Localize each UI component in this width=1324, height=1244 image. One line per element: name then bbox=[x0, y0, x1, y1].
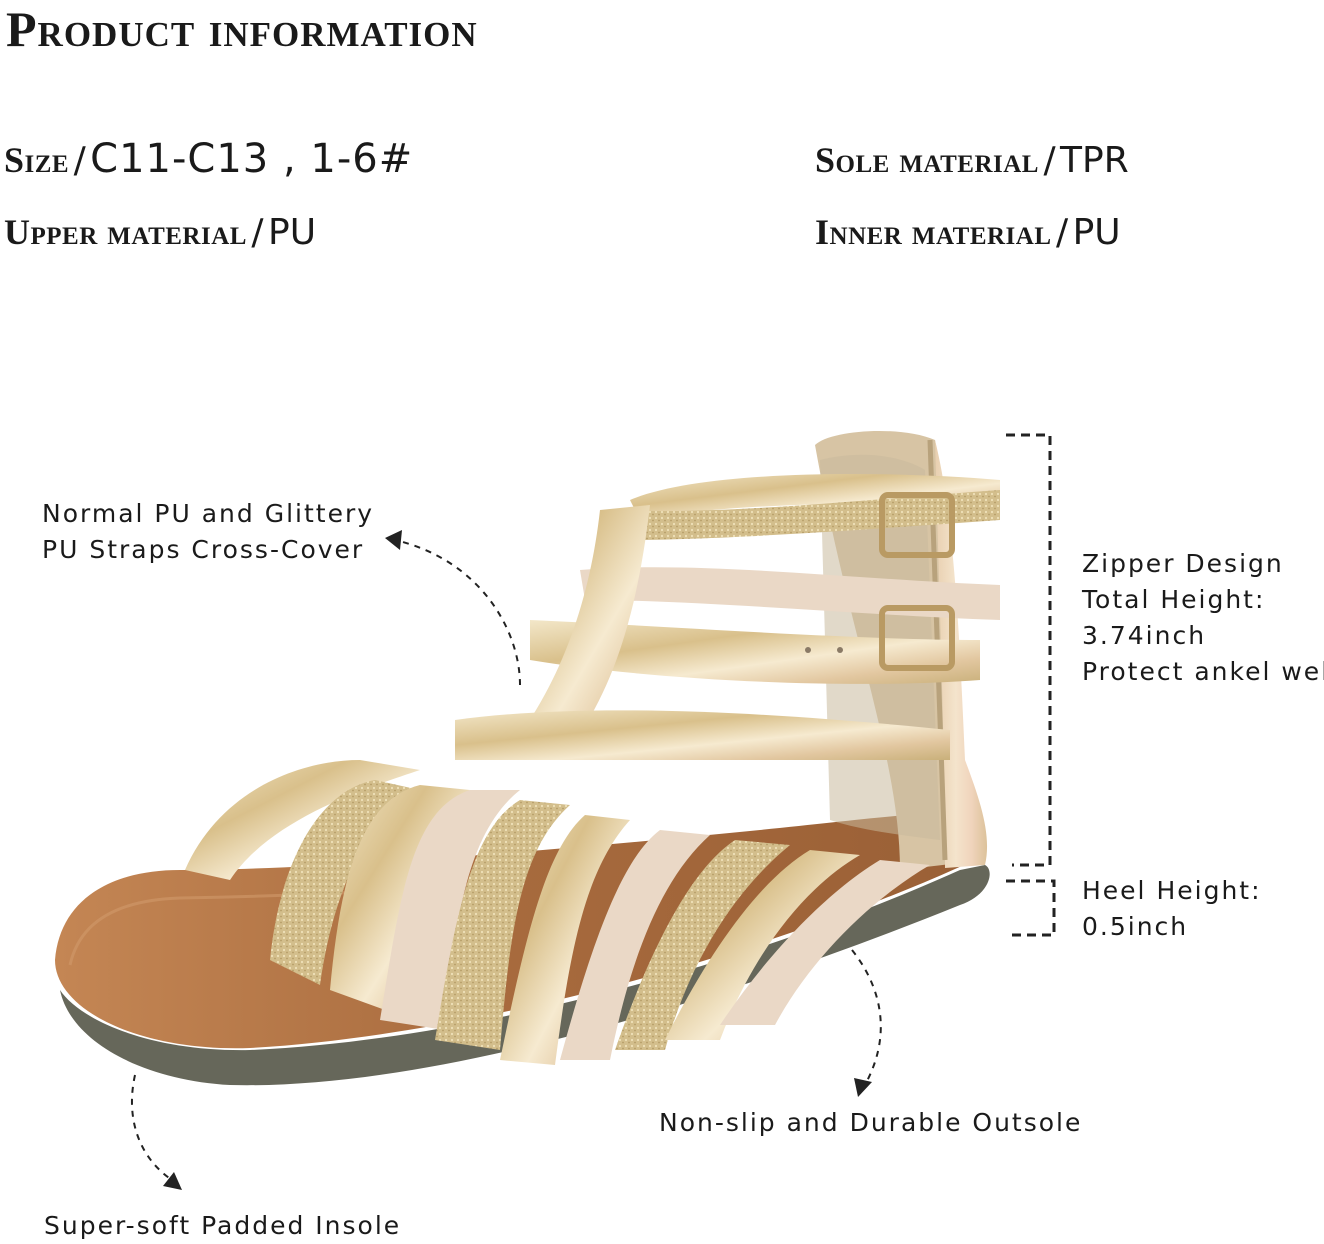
heel-height-line-1: Heel Height: bbox=[1082, 876, 1262, 905]
size-label: Size bbox=[4, 140, 70, 180]
inner-material-label: Inner material bbox=[815, 212, 1052, 252]
size-spec: Size / C11-C13 , 1-6# bbox=[4, 134, 413, 193]
sole-material-value: TPR bbox=[1060, 140, 1129, 181]
zipper-callout-line-1: Zipper Design bbox=[1082, 549, 1284, 578]
inner-material-separator: / bbox=[1055, 212, 1069, 253]
inner-material-spec: Inner material / PU bbox=[815, 207, 1121, 265]
size-separator: / bbox=[73, 140, 86, 181]
straps-callout-line-2: PU Straps Cross-Cover bbox=[42, 535, 365, 564]
sole-material-spec: Sole material / TPR bbox=[815, 135, 1129, 193]
heel-height-callout: Heel Height: 0.5inch bbox=[1082, 873, 1262, 945]
size-value: C11-C13 , 1-6# bbox=[90, 136, 414, 182]
insole-callout: Super-soft Padded Insole bbox=[44, 1208, 401, 1244]
sole-material-separator: / bbox=[1043, 140, 1056, 181]
heel-height-line-2: 0.5inch bbox=[1082, 912, 1189, 941]
outsole-callout: Non-slip and Durable Outsole bbox=[659, 1105, 1082, 1141]
sole-material-label: Sole material bbox=[815, 140, 1039, 180]
upper-material-separator: / bbox=[251, 212, 264, 253]
ankle-strap-upper bbox=[630, 474, 1000, 520]
outsole-callout-line-1: Non-slip and Durable Outsole bbox=[659, 1108, 1083, 1137]
t-strap bbox=[500, 505, 650, 760]
straps-callout-line-1: Normal PU and Glittery bbox=[42, 499, 375, 528]
zipper-callout-line-4: Protect ankel well bbox=[1082, 657, 1324, 686]
upper-material-label: Upper material bbox=[4, 212, 247, 252]
straps-callout: Normal PU and Glittery PU Straps Cross-C… bbox=[42, 496, 374, 568]
page-title: Product information bbox=[6, 1, 478, 57]
zipper-callout: Zipper Design Total Height: 3.74inch Pro… bbox=[1082, 546, 1324, 690]
zipper-callout-line-3: 3.74inch bbox=[1082, 621, 1207, 650]
upper-material-value: PU bbox=[267, 212, 317, 253]
upper-material-spec: Upper material / PU bbox=[4, 207, 316, 265]
insole-callout-line-1: Super-soft Padded Insole bbox=[44, 1211, 402, 1240]
zipper-callout-line-2: Total Height: bbox=[1082, 585, 1266, 614]
inner-material-value: PU bbox=[1072, 212, 1121, 253]
